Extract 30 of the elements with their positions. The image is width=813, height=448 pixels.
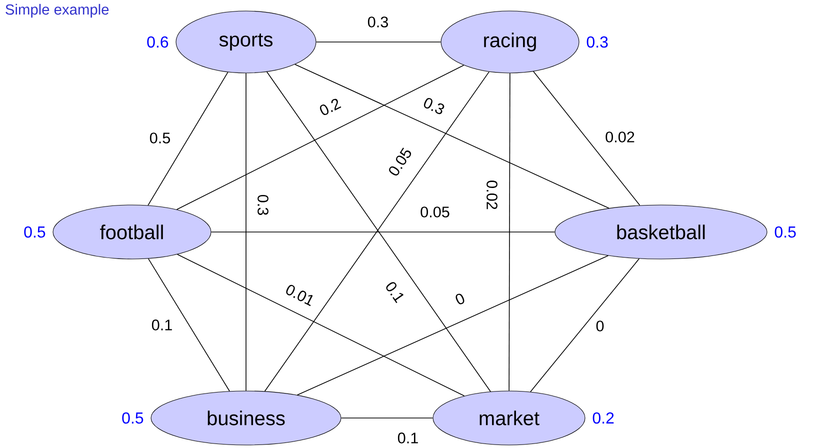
edge-label: 0.02 (604, 130, 636, 144)
node-value: 0.6 (147, 36, 168, 48)
edge-label: 0 (452, 290, 468, 308)
node-value: 0.2 (592, 412, 614, 424)
edge-label: 0.02 (485, 178, 499, 212)
edge-label: 0.3 (256, 193, 270, 217)
connector-line (508, 72, 510, 392)
connector-line (296, 255, 609, 396)
connector-line (294, 64, 610, 209)
edge-label: 0.1 (396, 431, 420, 445)
connector-line (530, 258, 640, 392)
edge-label: 0.2 (316, 96, 344, 118)
edge-label: 0.1 (150, 318, 174, 332)
edge-label: 0 (594, 319, 606, 333)
connector-line (533, 71, 640, 206)
edge-label: 0.1 (382, 278, 408, 306)
edge-label: 0.01 (282, 282, 318, 308)
node-value: 0.5 (122, 412, 144, 424)
connector-line (176, 254, 465, 396)
node-value: 0.3 (586, 36, 608, 48)
edge-label: 0.5 (148, 131, 172, 145)
connector-line (176, 64, 464, 210)
connector-line (148, 258, 230, 392)
node-value: 0.5 (774, 226, 796, 238)
edge-label: 0.3 (366, 15, 390, 29)
edge-label: 0.3 (420, 94, 448, 118)
edge-label: 0.05 (418, 205, 452, 219)
title: Simple example (6, 4, 109, 18)
node-value: 0.5 (24, 226, 46, 238)
connector-line (148, 72, 228, 206)
